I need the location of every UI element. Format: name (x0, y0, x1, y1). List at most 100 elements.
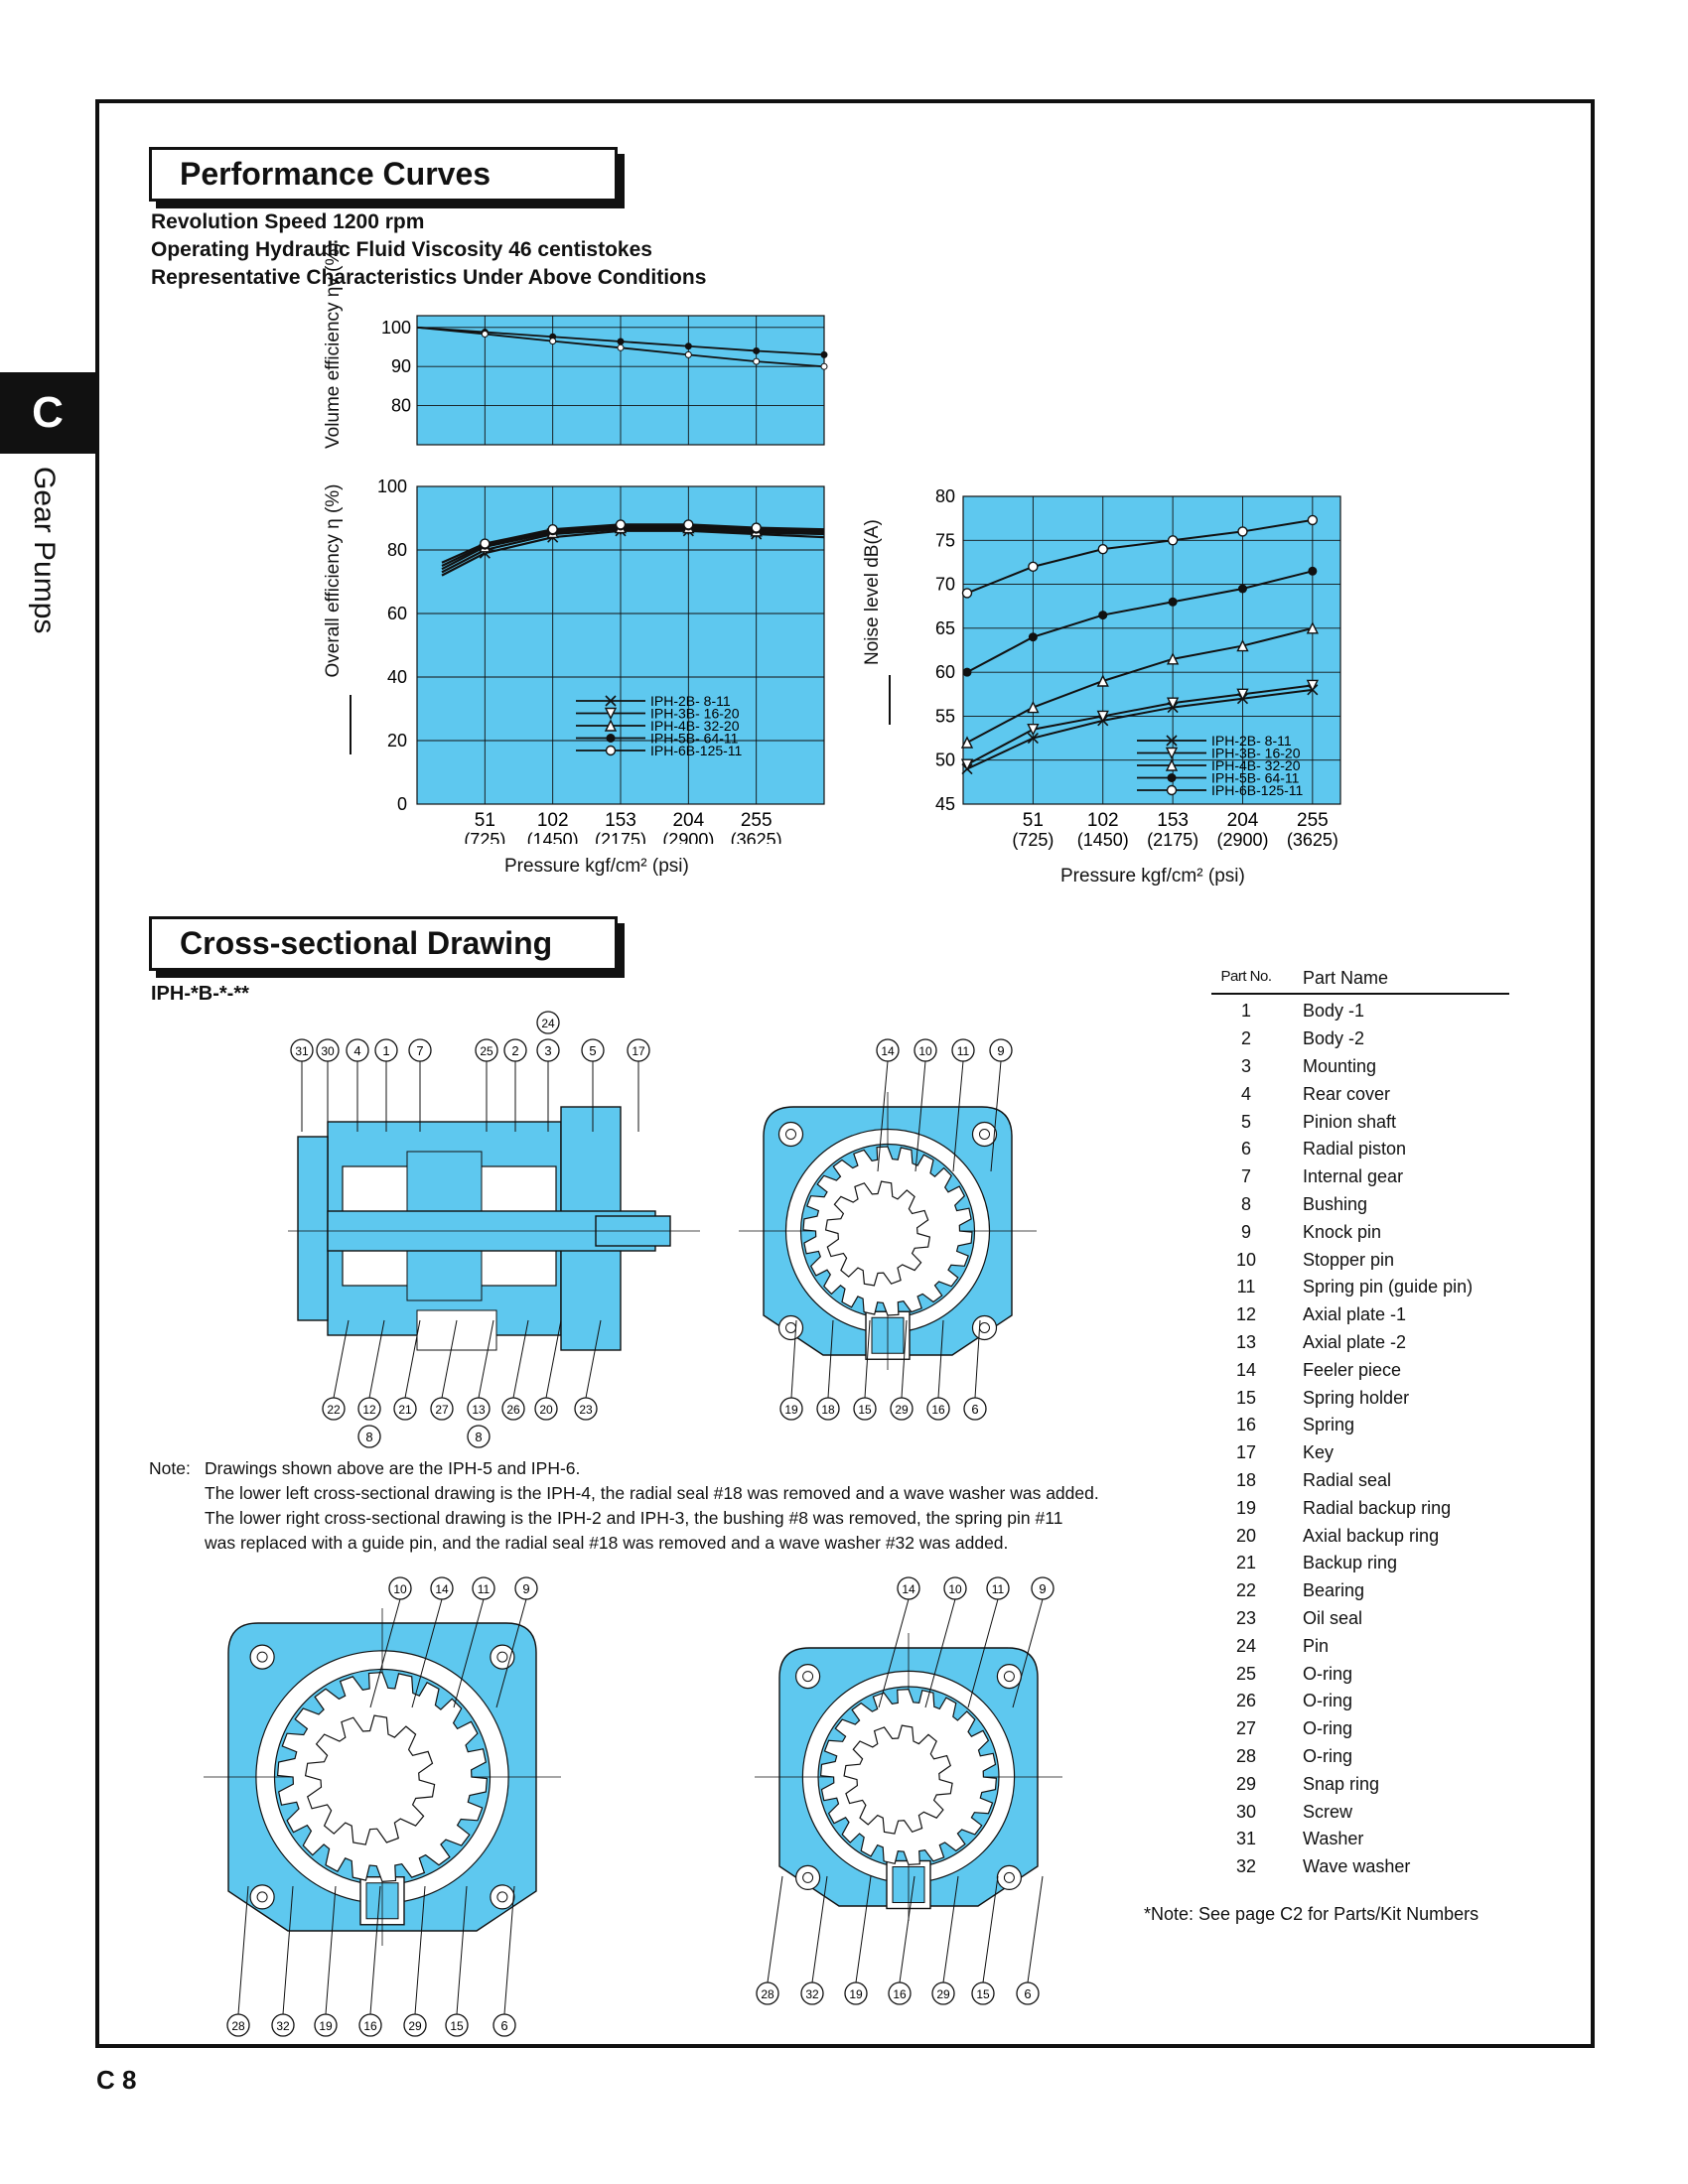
callout: 4 (346, 1038, 369, 1062)
callout: 6 (963, 1397, 987, 1421)
bolt-hole (794, 1663, 821, 1690)
part-number: 9 (1240, 1221, 1251, 1242)
y-tick-label: 45 (935, 794, 955, 814)
leader-line (790, 1319, 797, 1399)
bolt-hole-inner (802, 1671, 814, 1683)
data-point (961, 588, 973, 599)
callout-label: 26 (506, 1403, 520, 1417)
part-number: 23 (1235, 1607, 1257, 1628)
callout-circle (536, 1011, 560, 1034)
callout: 24 (536, 1011, 560, 1034)
data-point (684, 350, 692, 358)
y-tick-label: 60 (387, 604, 407, 623)
chart3-xlabel: Pressure kgf/cm² (psi) (1060, 866, 1245, 887)
data-point (1308, 566, 1318, 576)
pinion-gear (843, 1724, 953, 1835)
callout: 17 (627, 1038, 650, 1062)
legend-label: IPH-4B- 32-20 (650, 718, 740, 734)
data-point (960, 758, 974, 771)
leader-line (411, 1598, 443, 1708)
data-point (1098, 611, 1108, 620)
parts-row: 16 Spring (1211, 1412, 1509, 1439)
part-number: 16 (1235, 1415, 1257, 1435)
bolt-hole (249, 1884, 275, 1910)
x-tick-label: 153 (605, 810, 636, 831)
part-number: 18 (1235, 1469, 1257, 1490)
part-number: 2 (1240, 1028, 1251, 1049)
callout: 29 (931, 1981, 955, 2005)
part-name: Backup ring (1303, 1553, 1398, 1573)
callout-label: 9 (522, 1581, 529, 1596)
data-point (683, 519, 694, 530)
legend-marker (1166, 735, 1178, 747)
callout: 9 (1031, 1576, 1055, 1600)
legend-label: IPH-4B- 32-20 (1211, 757, 1301, 773)
leader-line (952, 1060, 964, 1172)
x-tick-label-psi: (2900) (1216, 830, 1268, 850)
callout: 19 (779, 1397, 803, 1421)
part-number: 1 (1240, 1001, 1251, 1022)
callout-label: 10 (393, 1582, 407, 1596)
part-number: 30 (1235, 1801, 1257, 1822)
callout: 18 (816, 1397, 840, 1421)
callout: 15 (971, 1981, 995, 2005)
x-tick-label-psi: (3625) (731, 830, 782, 844)
bolt-hole-inner (979, 1129, 990, 1140)
callout-label: 16 (893, 1987, 907, 2001)
part-number: 17 (1235, 1442, 1257, 1463)
callout: 15 (853, 1397, 877, 1421)
notes: Note:Drawings shown above are the IPH-5 … (149, 1456, 1099, 1556)
callout: 30 (316, 1038, 340, 1062)
bolt-hole (971, 1314, 998, 1341)
rear-cover (297, 1136, 329, 1321)
leader-line (478, 1319, 494, 1399)
x-tick-label: 204 (1227, 810, 1259, 831)
data-point (1167, 535, 1179, 546)
callout-circle (467, 1425, 491, 1448)
y-tick-label: 70 (935, 575, 955, 595)
series-line (966, 688, 1313, 770)
callout: 32 (271, 2013, 295, 2037)
data-point (1237, 584, 1247, 594)
data-point (753, 346, 761, 354)
callout: 2 (503, 1038, 527, 1062)
callout-label: 14 (435, 1582, 449, 1596)
data-point (1028, 561, 1039, 573)
series-line (966, 570, 1314, 674)
side-section-view (288, 1106, 700, 1351)
part-name: Spring (1303, 1415, 1355, 1435)
data-point (1236, 688, 1249, 701)
chart-overall-efficiency: 10080604020051(725)102(1450)153(2175)204… (377, 477, 825, 844)
data-point (1307, 514, 1319, 526)
note-line: The lower left cross-sectional drawing i… (205, 1483, 1099, 1503)
callout-label: 32 (276, 2019, 290, 2033)
bolt-hole (996, 1663, 1023, 1690)
callout-label: 25 (480, 1044, 493, 1058)
data-point (1237, 526, 1248, 537)
part-name: Body -2 (1303, 1028, 1365, 1049)
callout-label: 11 (992, 1582, 1005, 1596)
callout-label: 8 (365, 1430, 372, 1444)
data-point (481, 331, 489, 339)
part-number: 10 (1235, 1249, 1257, 1270)
part-number: 7 (1240, 1166, 1251, 1187)
callout: 8 (357, 1425, 381, 1448)
data-point (820, 362, 828, 370)
part-name: Bearing (1303, 1580, 1365, 1601)
leader-line (914, 1060, 926, 1172)
part-name: O-ring (1303, 1663, 1353, 1684)
bolt-hole (777, 1121, 804, 1148)
part-number: 26 (1235, 1691, 1257, 1711)
chart2-xlabel: Pressure kgf/cm² (psi) (504, 856, 689, 877)
y-tick-label: 80 (935, 486, 955, 506)
callout: 23 (574, 1397, 598, 1421)
legend-label: IPH-2B- 8-11 (650, 693, 731, 709)
